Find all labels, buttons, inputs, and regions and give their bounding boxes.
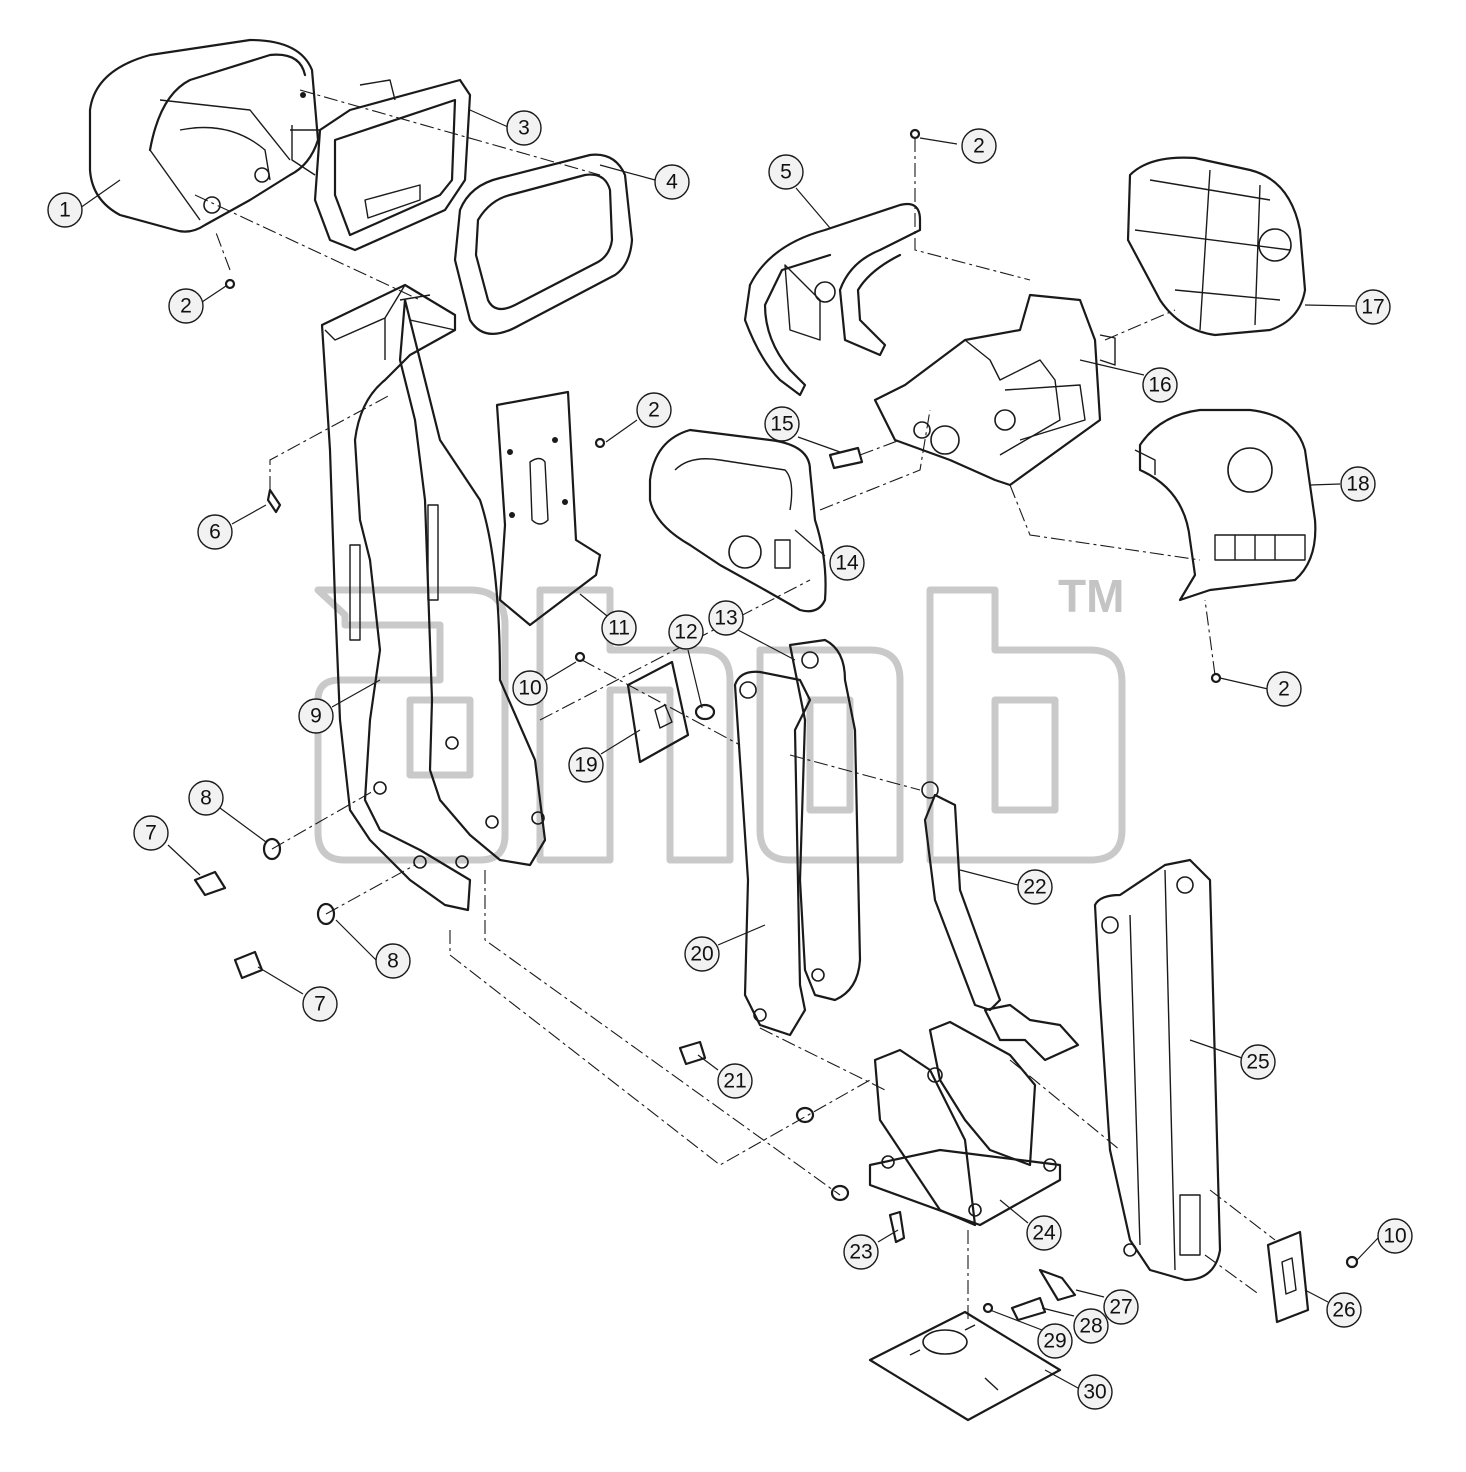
svg-text:10: 10 (518, 677, 541, 700)
callout-27: 27 (1103, 1289, 1139, 1325)
callout-leaders (79, 109, 1379, 1389)
part-17-rear-cover (1126, 156, 1307, 337)
svg-text:14: 14 (835, 552, 859, 575)
callout-7: 7 (133, 815, 169, 851)
callout-13: 13 (708, 600, 744, 636)
part-11-plate (495, 390, 602, 627)
svg-text:1: 1 (59, 199, 71, 222)
callout-2: 2 (168, 288, 204, 324)
svg-text:5: 5 (780, 161, 792, 184)
watermark-logo: TM (314, 570, 1126, 864)
callout-19: 19 (568, 747, 604, 783)
callout-2: 2 (1266, 671, 1302, 707)
callout-6: 6 (197, 514, 233, 550)
svg-text:28: 28 (1079, 1315, 1102, 1338)
svg-text:13: 13 (714, 607, 737, 630)
callout-28: 28 (1073, 1308, 1109, 1344)
part-20-arms (733, 638, 862, 1037)
svg-text:11: 11 (608, 617, 630, 640)
callouts: 1 2 2 2 2 3 4 5 6 7 7 8 8 9 10 10 11 12 … (47, 110, 1413, 1410)
svg-text:22: 22 (1023, 876, 1046, 899)
svg-text:10: 10 (1383, 1225, 1406, 1248)
svg-text:4: 4 (666, 171, 678, 194)
svg-text:16: 16 (1148, 374, 1171, 397)
svg-text:21: 21 (723, 1070, 746, 1093)
svg-text:26: 26 (1332, 1299, 1355, 1322)
callout-16: 16 (1142, 367, 1178, 403)
callout-14: 14 (829, 545, 865, 581)
svg-text:30: 30 (1083, 1381, 1106, 1404)
part-18-front-cover (1134, 408, 1317, 602)
callout-10: 10 (512, 670, 548, 706)
svg-text:29: 29 (1043, 1330, 1066, 1353)
callout-10: 10 (1377, 1218, 1413, 1254)
svg-text:24: 24 (1032, 1222, 1056, 1245)
callout-8: 8 (375, 943, 411, 979)
svg-text:17: 17 (1361, 296, 1384, 319)
svg-text:2: 2 (973, 135, 985, 158)
callout-2: 2 (636, 392, 672, 428)
svg-text:12: 12 (674, 621, 697, 644)
svg-text:6: 6 (209, 521, 221, 544)
part-19-small-plate (626, 660, 690, 764)
svg-text:8: 8 (200, 787, 212, 810)
callout-1: 1 (47, 192, 83, 228)
callout-12: 12 (668, 614, 704, 650)
part-30-floor-plate (868, 1310, 1062, 1422)
svg-text:8: 8 (387, 950, 399, 973)
part-25-tall-cover (1093, 858, 1222, 1282)
svg-text:2: 2 (648, 399, 660, 422)
callout-2: 2 (961, 128, 997, 164)
callout-22: 22 (1017, 869, 1053, 905)
callout-9: 9 (298, 698, 334, 734)
svg-text:7: 7 (314, 993, 326, 1016)
watermark-tm: TM (1058, 570, 1124, 622)
svg-text:18: 18 (1346, 473, 1369, 496)
part-5-cover (743, 202, 922, 397)
callout-4: 4 (654, 164, 690, 200)
callout-7: 7 (302, 986, 338, 1022)
svg-text:23: 23 (849, 1241, 872, 1264)
part-9-column (320, 283, 472, 912)
part-3-frame (290, 78, 472, 252)
svg-text:15: 15 (770, 413, 793, 436)
svg-text:19: 19 (574, 754, 597, 777)
svg-text:27: 27 (1109, 1296, 1132, 1319)
part-column-rail (398, 298, 547, 867)
svg-text:25: 25 (1246, 1051, 1269, 1074)
svg-text:3: 3 (518, 117, 530, 140)
callout-20: 20 (684, 936, 720, 972)
part-24-base-bracket (868, 1020, 1062, 1227)
callout-5: 5 (768, 154, 804, 190)
part-22-gas-strut (921, 781, 1080, 1062)
svg-text:2: 2 (1278, 678, 1290, 701)
assembly-lines (194, 89, 1276, 1320)
svg-text:2: 2 (180, 295, 192, 318)
part-4-bezel (453, 153, 634, 335)
part-26-cover-plate (1266, 1230, 1310, 1324)
svg-text:7: 7 (145, 822, 157, 845)
callout-30: 30 (1077, 1374, 1113, 1410)
callout-8: 8 (188, 780, 224, 816)
callout-3: 3 (506, 110, 542, 146)
callout-26: 26 (1326, 1292, 1362, 1328)
callout-18: 18 (1340, 466, 1376, 502)
part-1-housing (88, 38, 320, 233)
callout-11: 11 (601, 610, 637, 646)
callout-24: 24 (1026, 1215, 1062, 1251)
callout-29: 29 (1037, 1323, 1073, 1359)
callout-25: 25 (1240, 1044, 1276, 1080)
svg-text:20: 20 (690, 943, 713, 966)
part-16-bracket (873, 293, 1116, 487)
callout-23: 23 (843, 1234, 879, 1270)
svg-text:9: 9 (310, 705, 322, 728)
callout-17: 17 (1355, 289, 1391, 325)
callout-21: 21 (717, 1063, 753, 1099)
fasteners (193, 128, 1359, 1322)
callout-15: 15 (764, 406, 800, 442)
part-14-side-housing (648, 428, 827, 613)
